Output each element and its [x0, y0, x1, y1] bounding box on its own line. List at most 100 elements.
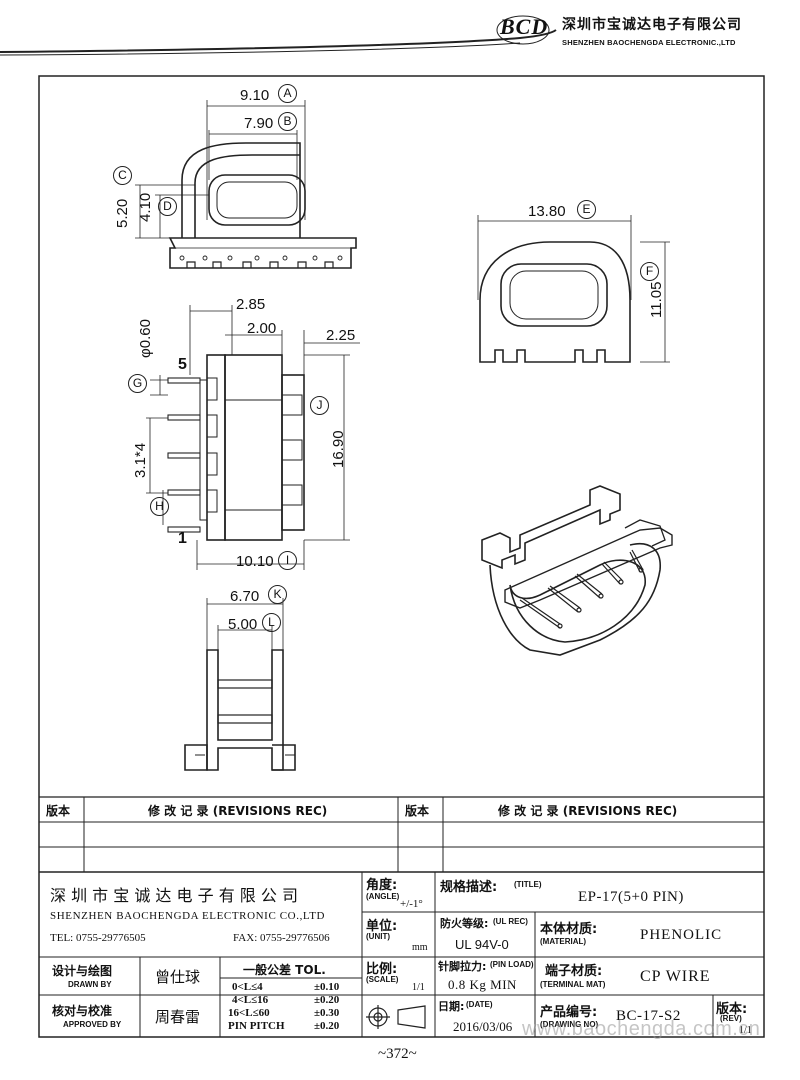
dim-F-value: 11.05: [648, 281, 665, 318]
dim-side-top: 2.85: [236, 296, 266, 313]
title-block-grid: [39, 872, 764, 1037]
dim-B-value: 7.90: [244, 115, 274, 132]
tb-angle-val: +/-1°: [400, 898, 423, 910]
dim-D-label: D: [158, 197, 177, 216]
tb-material-en: (MATERIAL): [540, 937, 587, 946]
tb-drawno-val: BC-17-S2: [616, 1008, 681, 1024]
tb-pinload-en: (PIN LOAD): [490, 960, 534, 969]
tb-company-cn: 深 圳 市 宝 诚 达 电 子 有 限 公 司: [50, 886, 298, 905]
dim-L-label: L: [262, 613, 281, 632]
tb-title-cn: 规格描述:: [440, 880, 498, 895]
dim-E-value: 13.80: [528, 203, 566, 220]
rev-col-version-left: 版本: [46, 804, 71, 818]
tb-tol-range-3: PIN PITCH: [228, 1020, 285, 1032]
tb-tol-range-2: 16<L≤60: [228, 1007, 270, 1019]
tb-terminal-cn: 端子材质:: [545, 964, 603, 979]
dim-E-label: E: [577, 200, 596, 219]
header-company-cn: 深圳市宝诚达电子有限公司: [562, 17, 742, 33]
company-logo: BCD: [500, 14, 549, 39]
dimension-labels: 9.10 A 7.90 B C 5.20 4.10 D 13.80 E F 11…: [113, 84, 665, 633]
dim-pin-diameter: φ0.60: [137, 319, 154, 358]
tb-drawn-cn: 设计与绘图: [52, 964, 113, 978]
isometric-view: [481, 485, 673, 656]
dim-J-label: J: [310, 396, 329, 415]
tb-unit-en: (UNIT): [366, 932, 390, 941]
tb-drawno-cn: 产品编号:: [540, 1005, 598, 1020]
tb-pinload-val: 0.8 Kg MIN: [448, 977, 517, 992]
tb-company-en: SHENZHEN BAOCHENGDA ELECTRONIC CO.,LTD: [50, 910, 326, 922]
dim-C-label: C: [113, 166, 132, 185]
tb-ul-en: (UL REC): [493, 917, 528, 926]
dim-L-value: 5.00: [228, 616, 258, 633]
pin-5-label: 5: [178, 356, 187, 373]
dim-B-label: B: [278, 112, 297, 131]
tb-tol-val-2: ±0.30: [314, 1007, 340, 1019]
tb-tol-val-1: ±0.20: [314, 994, 340, 1006]
tb-rev-cn: 版本:: [716, 1002, 748, 1017]
tb-approved-cn: 核对与校准: [52, 1004, 113, 1018]
dim-side-right: 2.25: [326, 327, 356, 344]
tb-tol-val-3: ±0.20: [314, 1020, 340, 1032]
tb-drawn-name: 曾仕球: [155, 968, 201, 986]
tb-drawn-en: DRAWN BY: [68, 980, 112, 989]
rev-col-record-left: 修 改 记 录 (REVISIONS REC): [148, 804, 328, 818]
page-number: ~372~: [378, 1046, 417, 1062]
pin-1-label: 1: [178, 530, 187, 547]
watermark: www.baochengda.com.cn: [522, 1018, 761, 1040]
tb-title-en: (TITLE): [514, 880, 542, 889]
projection-symbol: [366, 1005, 426, 1029]
tb-unit-val: mm: [412, 942, 428, 953]
tb-tol-val-0: ±0.10: [314, 981, 340, 993]
dim-A-value: 9.10: [240, 87, 270, 104]
revision-table: [39, 797, 764, 873]
tb-fax: FAX: 0755-29776506: [233, 932, 330, 944]
header-swoosh: [0, 15, 557, 56]
header: BCD 深圳市宝诚达电子有限公司 SHENZHEN BAOCHENGDA ELE…: [0, 0, 800, 60]
tb-title-val: EP-17(5+0 PIN): [578, 889, 684, 905]
dim-pitch: 3.1*4: [132, 442, 149, 478]
side-view: [167, 354, 305, 541]
tb-angle-en: (ANGLE): [366, 892, 400, 901]
tb-terminal-val: CP WIRE: [640, 968, 711, 985]
tb-drawno-en: (DRAWING NO): [540, 1020, 599, 1029]
dim-width: 10.10: [236, 553, 274, 570]
dim-side-inner: 2.00: [247, 320, 277, 337]
tb-approved-name: 周春雷: [155, 1008, 201, 1026]
header-company-en: SHENZHEN BAOCHENGDA ELECTRONIC.,LTD: [562, 38, 736, 47]
dim-F-label: F: [640, 262, 659, 281]
tb-ul-val: UL 94V-0: [455, 937, 509, 952]
tb-rev-val: 1/1: [739, 1025, 752, 1036]
tb-material-cn: 本体材质:: [540, 922, 598, 937]
tb-approved-en: APPROVED BY: [63, 1020, 122, 1029]
tb-ul-cn: 防火等级:: [440, 917, 489, 930]
dim-height: 16.90: [330, 430, 347, 468]
top-view-dimensions: [135, 100, 306, 239]
rev-col-version-right: 版本: [405, 804, 430, 818]
tb-scale-en: (SCALE): [366, 975, 399, 984]
side-view-dimensions: [146, 305, 360, 570]
tb-date-val: 2016/03/06: [453, 1019, 513, 1034]
tb-tel: TEL: 0755-29776505: [50, 932, 146, 944]
tb-material-val: PHENOLIC: [640, 927, 723, 943]
tb-tol-range-0: 0<L≤4: [232, 981, 263, 993]
tb-unit-cn: 单位:: [366, 919, 398, 934]
tb-date-en: (DATE): [466, 1000, 493, 1009]
tb-scale-val: 1/1: [412, 982, 425, 993]
tb-angle-cn: 角度:: [366, 878, 398, 893]
tb-scale-cn: 比例:: [366, 962, 398, 977]
dim-K-label: K: [268, 585, 287, 604]
dim-C-value: 5.20: [114, 198, 131, 228]
tb-date-cn: 日期:: [438, 1000, 465, 1013]
dim-D-value: 4.10: [137, 192, 154, 222]
tb-pinload-cn: 针脚拉力:: [438, 960, 487, 973]
front-view-dimensions: [477, 215, 670, 363]
tb-tolerance-title: 一般公差 TOL.: [243, 963, 326, 977]
dim-H-label: H: [150, 497, 169, 516]
sheet-border: [38, 75, 765, 1038]
tb-tol-range-1: 4<L≤16: [232, 994, 269, 1006]
dim-A-label: A: [278, 84, 297, 103]
dim-K-value: 6.70: [230, 588, 260, 605]
tb-rev-en: (REV): [720, 1014, 742, 1023]
rev-col-record-right: 修 改 记 录 (REVISIONS REC): [498, 804, 678, 818]
